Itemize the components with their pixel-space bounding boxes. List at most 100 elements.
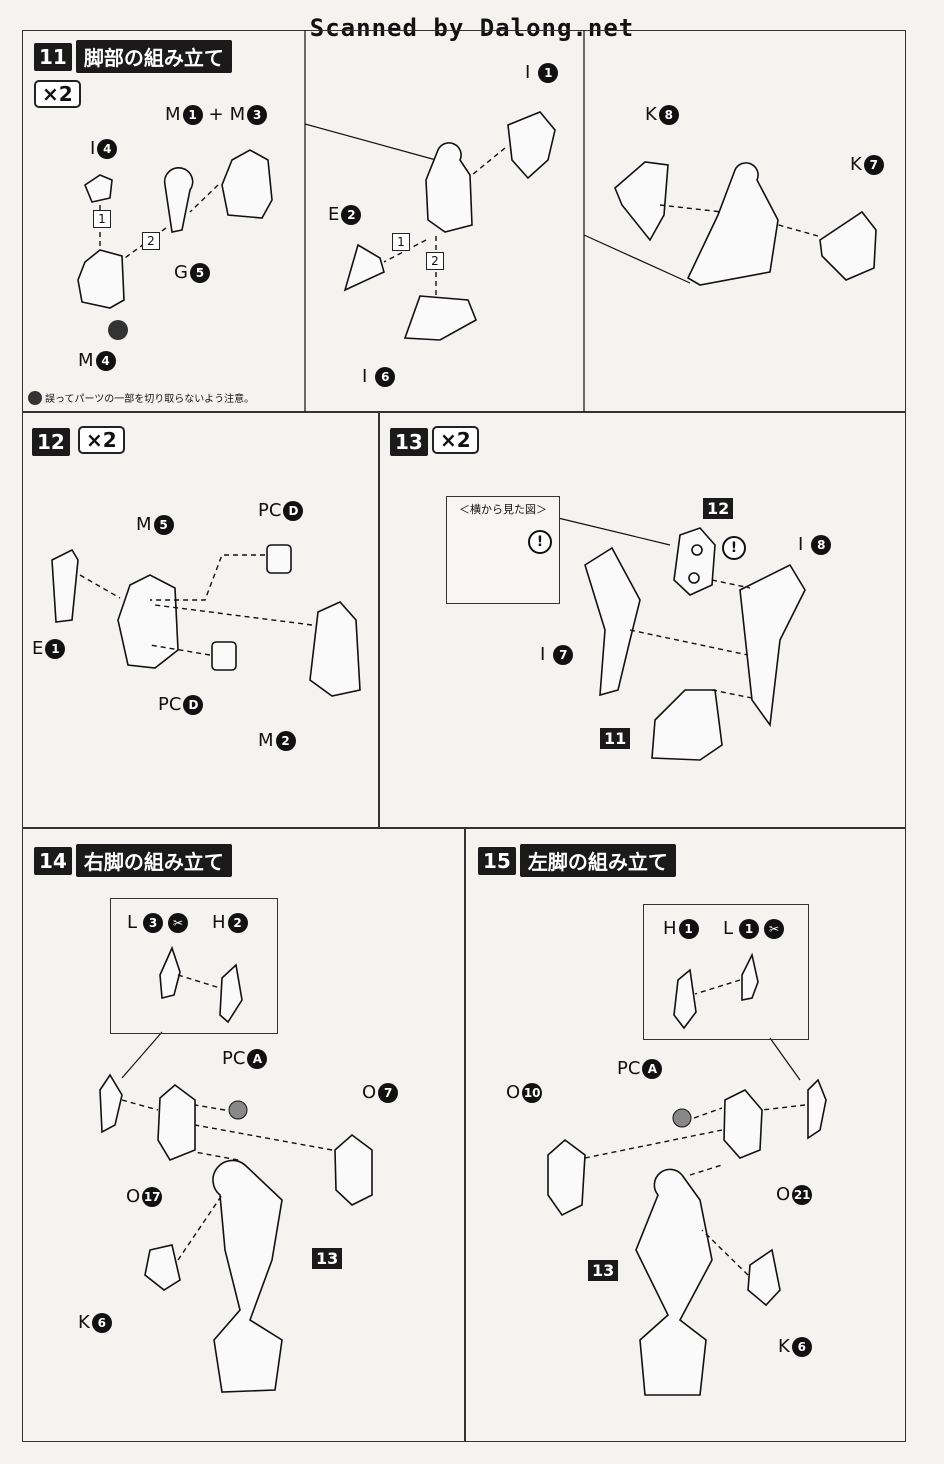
label-k8-letter: K [645, 104, 657, 125]
label-o10-letter: O [506, 1082, 521, 1103]
label-m5-letter: M [136, 514, 152, 535]
step-11-quantity: ×2 [34, 80, 81, 108]
label-pcd-upper-letters: PC [258, 500, 282, 521]
label-i7-number: 7 [553, 644, 574, 665]
label-e2-letter: E [328, 204, 340, 225]
part-i6 [403, 295, 478, 341]
panel-step-12 [22, 412, 379, 828]
label-l3-number: 3 [143, 912, 164, 933]
ref-13-right: 13 [312, 1248, 343, 1269]
label-m3-letter: M [229, 104, 246, 125]
side-view-title: ＜横から見た図＞ [459, 503, 547, 516]
label-step-1b-box: 1 [392, 233, 410, 251]
step-14-title: 右脚の組み立て [75, 844, 232, 877]
label-i6-letter: I [362, 366, 368, 387]
step-13-number: 13 [390, 428, 428, 456]
panel-step-14 [22, 828, 465, 1442]
label-o7-letter: O [362, 1082, 377, 1103]
label-plus: + [208, 104, 224, 125]
ref-13-left: 13 [588, 1260, 619, 1281]
ref-13-right-box: 13 [312, 1248, 343, 1269]
label-m1-number: 1 [182, 104, 203, 125]
step-14-inset [110, 898, 278, 1034]
label-i1-letter: I [525, 62, 531, 83]
label-h1-number: 1 [678, 918, 699, 939]
label-pca-right-letters: PC [222, 1048, 246, 1069]
warning-icon: ! [528, 530, 552, 554]
label-k6-right-letter: K [78, 1312, 90, 1333]
part-e2 [343, 243, 385, 292]
gate-cut-icon: ✂ [168, 912, 189, 933]
part-pcd-lower [211, 641, 237, 671]
step-12-quantity: ×2 [78, 426, 125, 454]
label-pca-left-letter: A [642, 1058, 663, 1079]
part-i4 [84, 174, 113, 203]
label-k6-right-number: 6 [91, 1312, 112, 1333]
part-13-sub [212, 1159, 283, 1393]
part-o21 [723, 1089, 763, 1159]
ref-13-left-box: 13 [588, 1260, 619, 1281]
part-i7 [584, 546, 641, 697]
label-i6-number: 6 [375, 366, 396, 387]
label-step-2b: 2 [426, 252, 444, 270]
label-k6-left-letter: K [778, 1336, 790, 1357]
label-step-1a: 1 [93, 210, 111, 228]
ref-12-box: 12 [703, 498, 734, 519]
step-11-title: 脚部の組み立て [75, 40, 232, 73]
part-k6-2 [747, 1248, 781, 1307]
label-step-2b-box: 2 [426, 252, 444, 270]
ref-11: 11 [600, 728, 631, 749]
label-l3-letter: L [127, 912, 138, 933]
label-i7-letter: I [540, 644, 546, 665]
label-m3-number: 3 [247, 104, 268, 125]
label-step-2a-box: 2 [142, 232, 160, 250]
step-11-note: 誤ってパーツの一部を切り取らないよう注意。 [28, 390, 254, 405]
part-m5 [117, 574, 179, 669]
step-13-quantity: ×2 [432, 426, 479, 454]
part-pcd-upper [266, 544, 292, 574]
step-15-inset [643, 904, 809, 1040]
part-m2 [309, 601, 361, 697]
label-o10-number: 10 [522, 1082, 543, 1103]
part-11-sub [651, 689, 723, 761]
part-i8 [739, 563, 806, 728]
label-k7-letter: K [850, 154, 862, 175]
watermark: Scanned by Dalong.net [309, 14, 635, 42]
label-o17-letter: O [126, 1186, 141, 1207]
label-o21-number: 21 [792, 1184, 813, 1205]
part-assembled-foot [425, 142, 473, 233]
label-pcd-lower-letter: D [183, 694, 204, 715]
label-l1-number: 1 [739, 918, 760, 939]
label-k8-number: 8 [658, 104, 679, 125]
step-15-title: 左脚の組み立て [519, 844, 676, 877]
part-assembled-foot-2 [686, 162, 779, 286]
label-pca-right-letter: A [247, 1048, 268, 1069]
label-m5-number: 5 [153, 514, 174, 535]
part-e1 [51, 548, 79, 623]
label-h2-letter: H [212, 912, 226, 933]
label-o17-number: 17 [142, 1186, 163, 1207]
panel-step-11 [22, 30, 906, 412]
part-m1-m3 [221, 149, 273, 219]
label-m2-number: 2 [275, 730, 296, 751]
step-13-heading: 13 [390, 428, 428, 456]
